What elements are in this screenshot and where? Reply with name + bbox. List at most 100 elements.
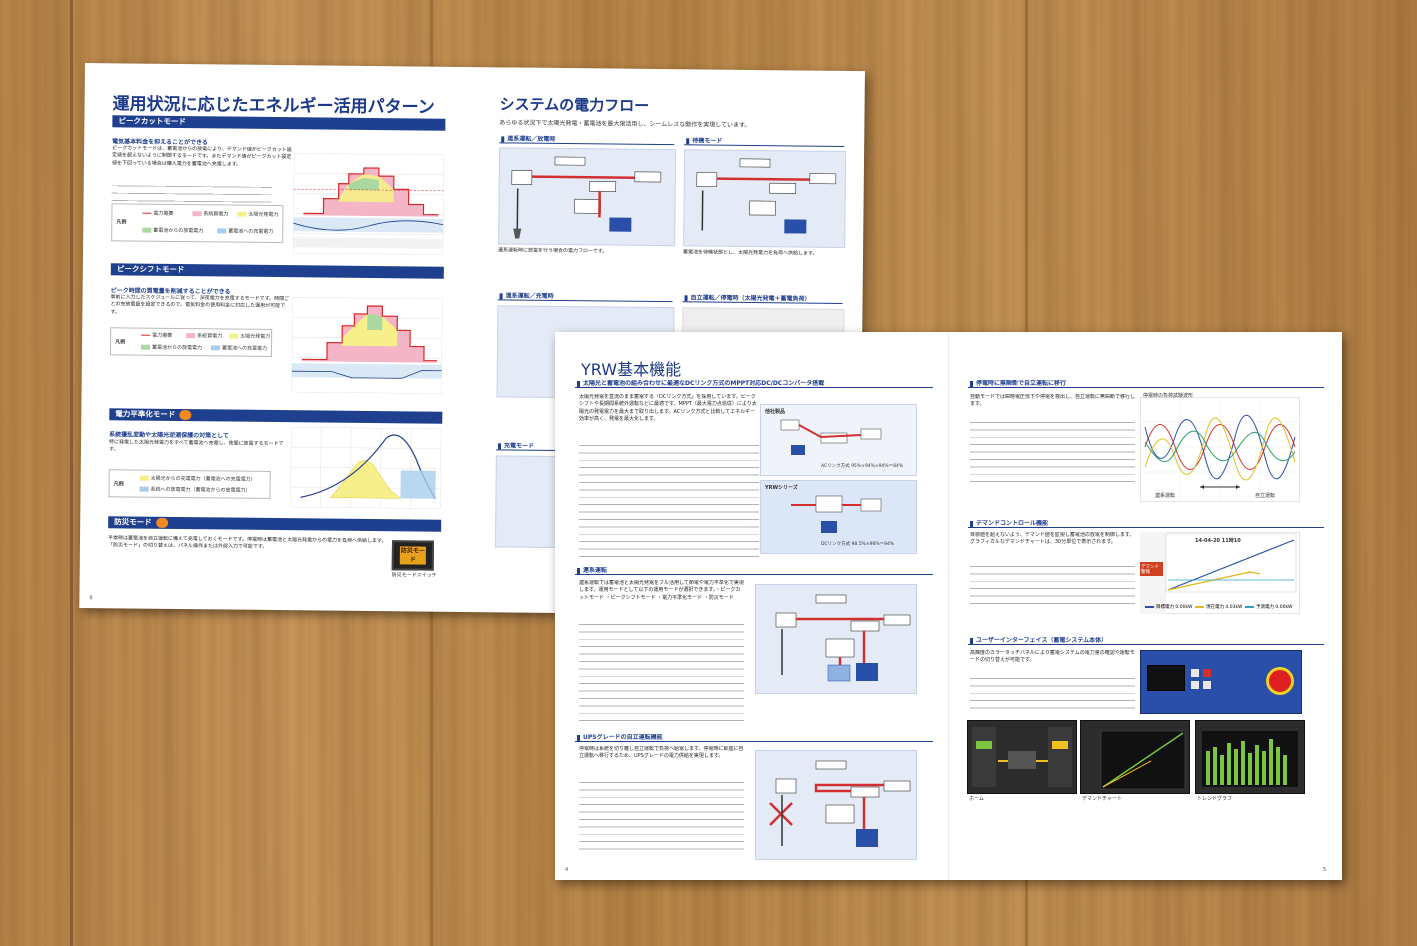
chart-timestamp: 14-04-20 11時10	[1195, 538, 1241, 544]
section-text: 連系運転では蓄電池と太陽光発電をフル活用して節電や電力平準化で実現します。運用モ…	[579, 580, 744, 601]
power-flow-diagram	[511, 156, 662, 239]
power-flow-diagram	[775, 594, 911, 682]
legend-item: 予測電力 0.00kW	[1245, 604, 1293, 610]
section-text: 自動モードでは瞬時電圧低下や停電を検出し、自立運転に無瞬断で移行します。	[970, 394, 1135, 408]
page-number: 4	[565, 867, 569, 873]
trend-screen-graphic	[1202, 731, 1298, 787]
page-title: システムの電力フロー	[499, 95, 650, 115]
legend-title: 凡例	[113, 481, 124, 488]
brochure-spread-front: YRW基本機能 太陽光と蓄電池の組み合わせに最適なDCリンク方式のMPPT対応D…	[555, 332, 1342, 880]
ac-link-diagram	[780, 419, 882, 455]
panel-button	[1191, 669, 1199, 677]
flow-heading: 自立運転／停電時（太陽光発電＋蓄電負荷）	[682, 294, 843, 304]
wave-label: 連系運転	[1155, 493, 1176, 499]
switch-label: 防災モード	[399, 546, 426, 565]
section-heading: 太陽光と蓄電池の組み合わせに最適なDCリンク方式のMPPT対応DC/DCコンバー…	[575, 380, 933, 388]
new-badge-icon	[179, 410, 192, 421]
legend-item: 電力需要	[142, 210, 173, 217]
section-bar: ピークシフトモード	[110, 263, 444, 279]
page-number: 8	[89, 595, 93, 602]
section-bar: 防災モード	[108, 516, 442, 532]
legend-item: 系統買電力	[186, 332, 222, 339]
section-text: 停電時は系統を切り離し自立運転で負荷へ給電します。停電時に即座に自立運転へ移行す…	[579, 746, 744, 760]
section-bar: ピークカットモード	[112, 115, 446, 131]
demand-chart	[1140, 532, 1300, 614]
legend-item: 系統への放電電力（蓄電池からの放電電力）	[139, 486, 251, 494]
screenshot-home	[967, 720, 1077, 794]
spread-fold	[948, 332, 949, 880]
section-heading: 停電時に無瞬断で自立運転に移行	[968, 380, 1324, 388]
comparison-diagram: YRWシリーズ DCリンク方式 98.5%×96%＝94%	[760, 480, 917, 554]
legend-item: 太陽光発電力	[237, 211, 278, 218]
panel-button	[1203, 681, 1211, 689]
legend-item: 太陽光発電力	[229, 333, 270, 340]
legend-item: 蓄電池からの放電電力	[141, 344, 202, 351]
comparison-label: 他社製品	[765, 409, 786, 415]
screenshot-caption: デマンドチャート	[1082, 796, 1122, 802]
peak-shift-chart	[291, 297, 443, 394]
efficiency-label: ACリンク方式 95%×94%×94%＝84%	[821, 464, 904, 469]
chart-legend: 凡例 電力需要 系統買電力 太陽光発電力 蓄電池からの放電電力 蓄電池への充電電…	[109, 327, 273, 357]
waveform-chart	[1140, 397, 1300, 502]
section-bar: 電力平準化モード	[109, 408, 443, 424]
chart-legend: 凡例 電力需要 系統買電力 太陽光発電力 蓄電池からの放電電力 蓄電池への充電電…	[111, 203, 284, 244]
legend-title: 凡例	[116, 219, 127, 226]
chart-title: 停電時の負荷試験波形	[1143, 393, 1194, 399]
demand-alert-badge: デマンド警報	[1141, 565, 1159, 575]
peak-cut-chart	[293, 153, 445, 255]
chart-legend: 凡例 太陽光からの充電電力（蓄電池への充電電力） 系統への放電電力（蓄電池からの…	[108, 469, 271, 499]
legend-item: 蓄電池への充電電力	[217, 227, 273, 235]
ups-flow-diagram	[755, 750, 917, 860]
dc-link-diagram	[791, 495, 882, 533]
emergency-stop-icon	[1266, 667, 1294, 695]
page-subtitle: あらゆる状況下で太陽光発電・蓄電池を最大限活用し、シームレスな動作を実現していま…	[499, 119, 751, 129]
efficiency-label: DCリンク方式 98.5%×96%＝94%	[821, 542, 895, 547]
section-text: 目標値を超えないよう、デマンド値を監視し蓄電池の放電を制御します。グラフィカルな…	[970, 532, 1135, 546]
legend-item: 太陽光からの充電電力（蓄電池への充電電力）	[139, 475, 256, 483]
home-screen-graphic	[972, 727, 1072, 787]
page-number: 5	[1323, 867, 1327, 873]
text-lines	[579, 782, 744, 854]
flow-diagram	[498, 147, 677, 247]
section-text: 事前に入力したスケジュールに従って、深夜電力を充電するモードです。時間ごとの充放…	[110, 294, 290, 316]
text-lines	[579, 624, 744, 724]
flow-diagram	[494, 455, 558, 548]
panel-button	[1203, 669, 1211, 677]
wood-seam	[70, 0, 73, 946]
section-heading: デマンドコントロール機能	[968, 520, 1324, 528]
screenshot-caption: トレンドグラフ	[1197, 796, 1233, 802]
switch-caption: 防災モードスイッチ	[391, 572, 437, 579]
legend-item: 現在電力 4.03kW	[1195, 604, 1243, 610]
demand-screen-graphic	[1100, 730, 1186, 790]
flow-heading: 待機モード	[684, 137, 845, 147]
section-heading: 連系運転	[575, 567, 933, 575]
flow-text: 連系運転時に放電を行う場合の電力フローです。	[498, 247, 608, 255]
wave-label: 自立運転	[1255, 493, 1276, 499]
grid-flow-diagram	[755, 584, 917, 694]
flow-text: 蓄電池を待機状態とし、太陽光発電力を負荷へ供給します。	[683, 249, 818, 257]
comparison-diagram: 他社製品 ACリンク方式 95%×94%×94%＝84%	[760, 404, 917, 476]
section-text: 平常時は蓄電池を自立運転に備えて充電しておくモードです。停電時は蓄電池と太陽光発…	[107, 535, 387, 551]
device-control-panel	[1140, 650, 1302, 714]
comparison-label: YRWシリーズ	[765, 485, 798, 491]
disaster-mode-switch: 防災モード	[391, 540, 435, 571]
text-lines	[970, 566, 1135, 606]
leveling-chart	[290, 427, 442, 509]
section-heading: UPSグレードの自立運転機能	[575, 734, 933, 742]
text-lines	[111, 185, 272, 203]
legend-item: 蓄電池への充電電力	[210, 344, 267, 352]
brochure-spread-back: 運用状況に応じたエネルギー活用パターン システムの電力フロー あらゆる状況下で太…	[79, 63, 865, 617]
flow-heading: 連系運転／放電時	[499, 135, 675, 146]
section-text: 高輝度のカラータッチパネルにより蓄電システムの電力量の確認や運転モードの切り替え…	[970, 650, 1135, 664]
section-text: 太陽光発電を直流のまま蓄電する「DCリンク方式」を採用しています。ピークシフトや…	[579, 394, 757, 423]
legend-item: 目標電力 0.00kW	[1145, 604, 1193, 610]
section-text: 特に発電した太陽光発電力をすべて蓄電池へ充電し、夜間に放電するモードです。	[108, 439, 284, 453]
flow-diagram	[683, 149, 847, 248]
section-heading: ユーザーインターフェイス（蓄電システム本体）	[968, 637, 1324, 645]
power-flow-diagram	[769, 760, 911, 847]
section-heading: 系統擾乱変動や太陽光逆潮保護の対策として	[109, 431, 229, 440]
text-lines	[579, 445, 759, 560]
page-title: YRW基本機能	[581, 360, 682, 379]
flow-heading: 連系運転／充電時	[497, 292, 673, 303]
panel-button	[1191, 681, 1199, 689]
